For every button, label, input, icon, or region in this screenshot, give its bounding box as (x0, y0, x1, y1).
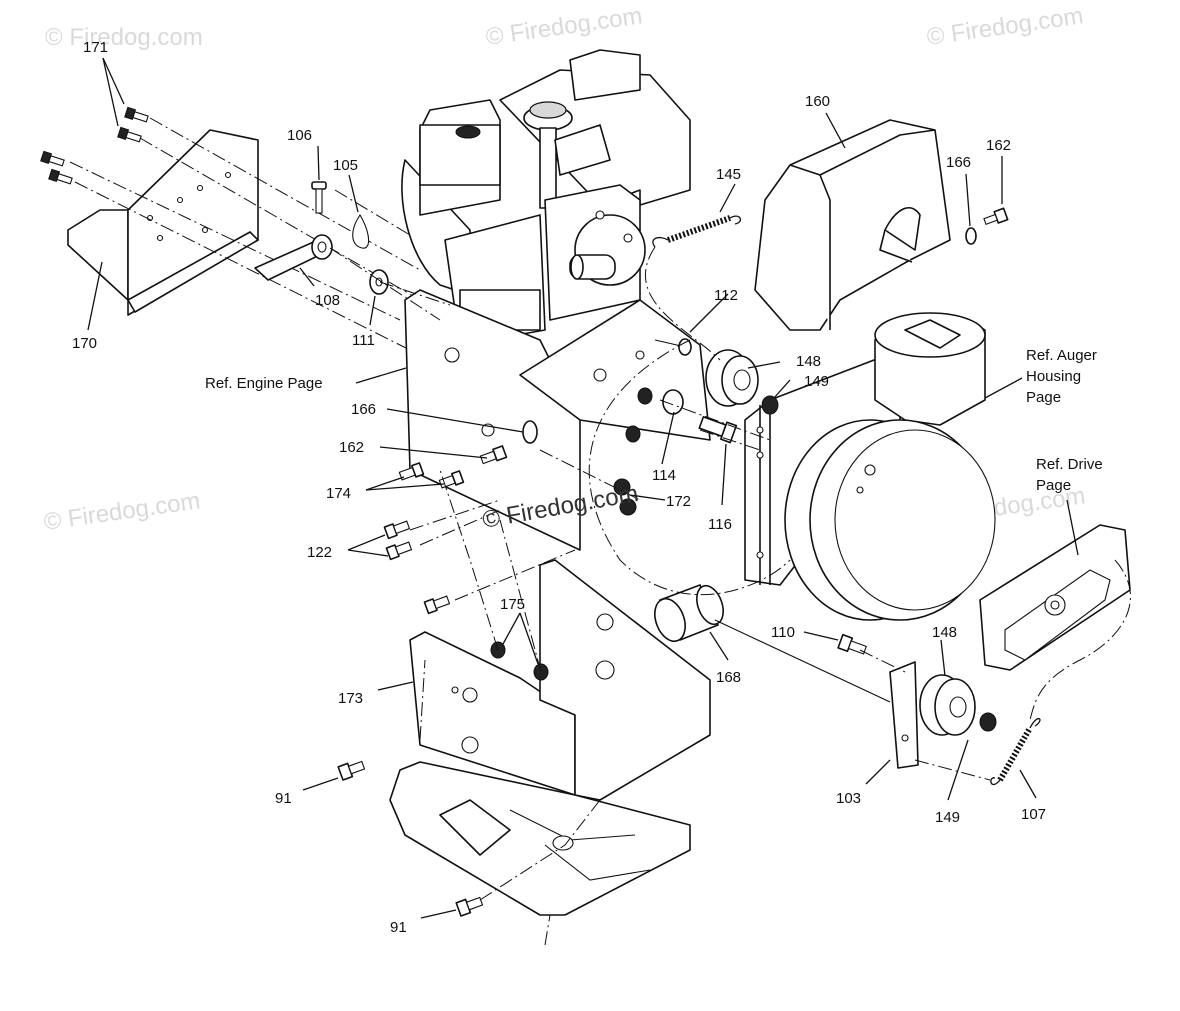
label-160: 160 (805, 93, 830, 110)
ref-engine-page: Ref. Engine Page (205, 375, 323, 392)
auger-housing (744, 312, 996, 621)
shaft-112 (654, 338, 692, 356)
pulley-148-top (705, 349, 759, 407)
label-175: 175 (500, 596, 525, 613)
bolt-110 (837, 633, 867, 655)
label-166-top: 166 (946, 154, 971, 171)
watermark-top-left: © Firedog.com (45, 24, 203, 51)
bolt-91-top (337, 760, 366, 781)
drive-plate (979, 524, 1131, 671)
label-171: 171 (83, 39, 108, 56)
label-116: 116 (708, 516, 732, 533)
nut-mid-2 (625, 425, 641, 443)
label-148-bottom: 148 (932, 624, 957, 641)
label-112: 112 (714, 287, 738, 304)
bolts-174 (398, 462, 465, 489)
assembly-lines (329, 189, 1131, 946)
bolt-91-bottom (455, 896, 484, 917)
washer-166 (522, 420, 538, 444)
bracket-170 (67, 129, 259, 316)
roller-168 (654, 584, 891, 703)
pin-106 (311, 181, 327, 214)
label-174: 174 (326, 485, 351, 502)
label-91-bottom: 91 (390, 919, 407, 936)
label-106: 106 (287, 127, 312, 144)
part-labels: 171 106 105 108 111 170 160 145 166 162 … (72, 39, 1103, 936)
bolt-116 (698, 416, 738, 444)
label-172: 172 (666, 493, 691, 510)
link-108 (254, 234, 333, 281)
bracket-173 (409, 631, 576, 796)
label-149-top: 149 (804, 373, 829, 390)
label-111: 111 (352, 332, 375, 349)
spring-107 (990, 718, 1041, 786)
nut-mid-1 (637, 387, 653, 405)
label-103: 103 (836, 790, 861, 807)
washer-111 (369, 269, 389, 295)
label-168: 168 (716, 669, 741, 686)
label-91-top: 91 (275, 790, 292, 807)
ref-auger-line2: Housing (1026, 368, 1081, 385)
label-122: 122 (307, 544, 332, 561)
ref-drive-line2: Page (1036, 477, 1071, 494)
bolts-171 (40, 106, 149, 185)
label-108: 108 (315, 292, 340, 309)
pulley-148-bottom (919, 674, 976, 736)
ref-drive-line1: Ref. Drive (1036, 456, 1103, 473)
label-148-top: 148 (796, 353, 821, 370)
base-plate (389, 761, 691, 916)
bolt-162 (479, 445, 508, 465)
label-162: 162 (339, 439, 364, 456)
bolts-122 (383, 520, 451, 615)
nut-149-bottom (979, 712, 997, 732)
leader-lines (87, 57, 1079, 919)
label-170: 170 (72, 335, 97, 352)
label-107: 107 (1021, 806, 1046, 823)
bracket-103 (889, 661, 919, 769)
label-145: 145 (716, 166, 741, 183)
side-plate (539, 559, 711, 801)
clip-105 (352, 213, 370, 249)
ref-auger-line3: Page (1026, 389, 1061, 406)
bolt-162-top (983, 207, 1009, 225)
spring-145 (652, 215, 742, 248)
watermark-top-right: © Firedog.com (925, 2, 1085, 51)
label-110: 110 (771, 624, 795, 641)
label-166: 166 (351, 401, 376, 418)
engine (401, 49, 691, 346)
chute-cover-160 (754, 119, 951, 331)
watermark-mid-left: © Firedog.com (42, 487, 202, 536)
label-105: 105 (333, 157, 358, 174)
label-162-top: 162 (986, 137, 1011, 154)
label-114: 114 (652, 467, 676, 484)
watermark-top-center: © Firedog.com (484, 2, 644, 51)
label-149-bottom: 149 (935, 809, 960, 826)
label-173: 173 (338, 690, 363, 707)
nut-149-top (761, 395, 779, 415)
washer-166-top (965, 227, 977, 245)
ref-auger-line1: Ref. Auger (1026, 347, 1097, 364)
